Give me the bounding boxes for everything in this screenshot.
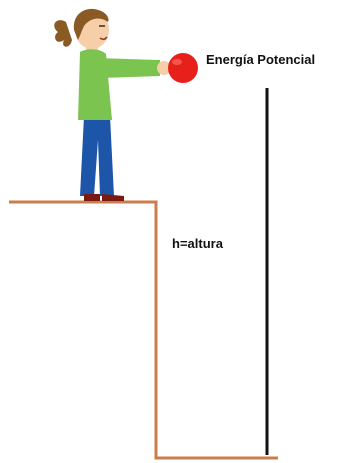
girl-holding-ball-icon <box>54 8 171 201</box>
cliff-outline <box>9 200 278 460</box>
height-label: h=altura <box>172 236 223 251</box>
energy-label: Energía Potencial <box>206 52 316 67</box>
red-ball-icon <box>168 53 198 83</box>
